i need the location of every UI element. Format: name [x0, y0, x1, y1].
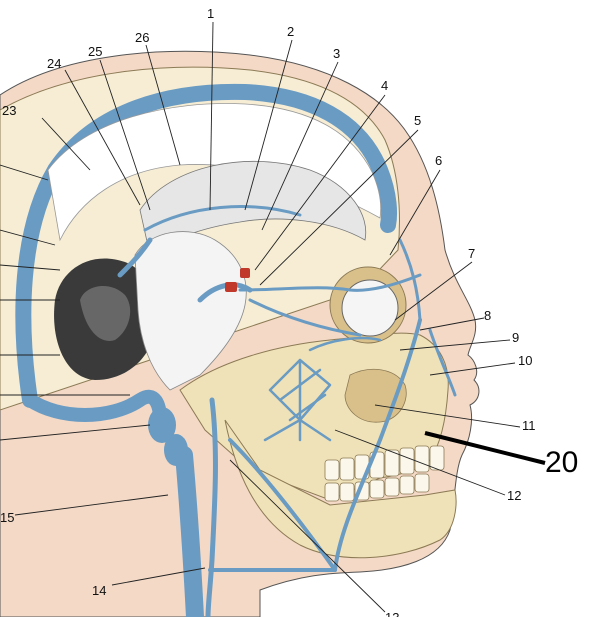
superior-ophthalmic-vein: [238, 273, 422, 292]
leader-line-20: [424, 431, 546, 465]
label-25: 25: [88, 44, 102, 59]
brainstem-region: [134, 231, 247, 391]
label-23: 23: [2, 103, 16, 118]
external-jugular-vein: [205, 397, 218, 617]
label-8: 8: [484, 308, 491, 323]
sigmoid-sinus: [23, 389, 167, 427]
jugular-bulb: [148, 407, 176, 443]
label-26: 26: [135, 30, 149, 45]
label-2: 2: [287, 24, 294, 39]
inferior-ophthalmic-vein: [248, 298, 362, 337]
label-14: 14: [92, 583, 106, 598]
mandible: [224, 419, 457, 559]
retromandibular-vein: [208, 438, 337, 572]
label-11: 11: [522, 418, 536, 433]
internal-carotid-artery-2: [240, 268, 250, 278]
label-12: 12: [507, 488, 521, 503]
internal-jugular-vein: [175, 446, 204, 617]
angular-vein: [428, 328, 457, 397]
label-4: 4: [381, 78, 388, 93]
falx-cerebri: [47, 103, 382, 242]
label-24: 24: [47, 56, 61, 71]
label-13: 13: [385, 610, 399, 617]
internal-carotid-artery-1: [225, 282, 237, 292]
supraorbital-vein: [398, 238, 422, 322]
label-10: 10: [518, 353, 532, 368]
label-7: 7: [468, 246, 475, 261]
straight-sinus: [117, 237, 153, 278]
label-1: 1: [207, 6, 214, 21]
facial-vein: [333, 318, 422, 572]
label-5: 5: [414, 113, 421, 128]
superior-sagittal-sinus: [15, 83, 397, 408]
label-20: 20: [545, 446, 578, 479]
label-9: 9: [512, 330, 519, 345]
leader-lines: [0, 21, 546, 613]
label-15: 15: [0, 510, 14, 525]
eyeball: [341, 279, 399, 337]
ventricle-highlight: [80, 285, 131, 341]
inferior-sagittal-sinus: [143, 205, 302, 232]
pterygoid-plexus: [263, 336, 382, 442]
number-labels: 1 2 3 4 5 6 7 8 9 10 11 12 14 15 20 23 2…: [0, 6, 578, 617]
label-6: 6: [435, 153, 442, 168]
label-3: 3: [333, 46, 340, 61]
